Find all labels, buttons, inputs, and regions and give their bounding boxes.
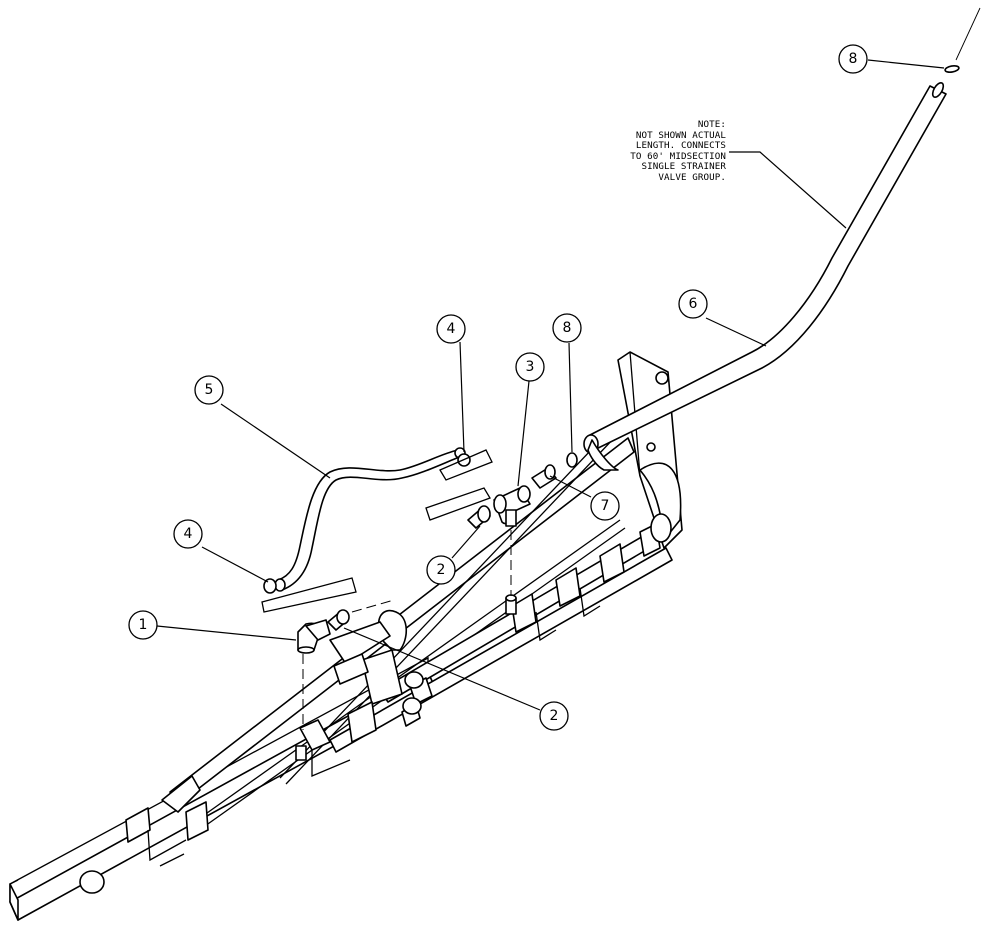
- callout-2-right: 2: [539, 701, 569, 731]
- note-line: VALVE GROUP.: [658, 171, 726, 183]
- callout-3: 3: [515, 352, 545, 382]
- note-line: SINGLE STRAINER: [641, 161, 726, 173]
- callout-label: 3: [526, 359, 535, 375]
- washers-8: [566, 7, 981, 468]
- callout-label: 8: [849, 51, 858, 67]
- callout-label: 1: [139, 617, 148, 633]
- callout-4-lower: 4: [173, 519, 203, 549]
- assembly-lines: [302, 530, 512, 730]
- note-text-block: NOTE: NOT SHOWN ACTUAL LENGTH. CONNECTS …: [590, 119, 726, 184]
- note-line: NOT SHOWN ACTUAL: [635, 129, 726, 141]
- nipple-7: [531, 464, 557, 489]
- leader-lines: [156, 59, 945, 711]
- callout-6: 6: [678, 289, 708, 319]
- callout-1: 1: [128, 610, 158, 640]
- callout-label: 4: [184, 526, 193, 542]
- callout-8-lower: 8: [552, 313, 582, 343]
- callout-label: 8: [563, 320, 572, 336]
- callout-label: 4: [447, 321, 456, 337]
- callout-2-left: 2: [426, 555, 456, 585]
- callout-label: 7: [601, 498, 610, 514]
- callout-5: 5: [194, 375, 224, 405]
- elbow-fitting-1: [297, 619, 331, 654]
- callout-7: 7: [590, 491, 620, 521]
- hose-6: [583, 81, 947, 471]
- note-line: TO 60' MIDSECTION: [630, 150, 726, 162]
- tee-fitting-3: [493, 485, 531, 527]
- hose-barb-fittings-2: [327, 505, 491, 631]
- callout-4-upper: 4: [436, 314, 466, 344]
- callout-8-upper: 8: [838, 44, 868, 74]
- callout-label: 5: [205, 382, 214, 398]
- gasket-pads: [261, 449, 493, 613]
- callout-label: 2: [437, 562, 446, 578]
- note-line: NOTE:: [697, 119, 726, 130]
- callout-label: 2: [550, 708, 559, 724]
- note-line: LENGTH. CONNECTS: [635, 140, 726, 152]
- boom-frame: [9, 351, 683, 921]
- callout-label: 6: [689, 296, 698, 312]
